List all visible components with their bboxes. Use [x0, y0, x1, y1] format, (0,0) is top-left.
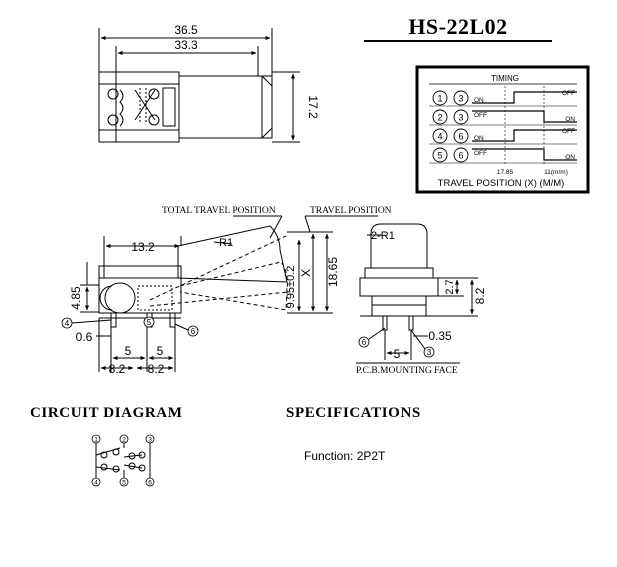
- timing-terminal-circle: [432, 147, 448, 163]
- side-pin-5-marker: 5: [143, 316, 155, 328]
- function-text: Function: 2P2T: [304, 449, 386, 463]
- timing-terminal-circle: [432, 90, 448, 106]
- circuit-schematic: [95, 443, 151, 478]
- timing-waveform: [472, 110, 577, 123]
- timing-tick-17-85: 17.85: [497, 169, 514, 176]
- timing-terminal-circle: [453, 128, 469, 144]
- label-total-travel: TOTAL TRAVEL POSITION: [162, 206, 276, 216]
- timing-waveform: [472, 148, 577, 161]
- dim-5-end: 5: [394, 347, 401, 361]
- circuit-pin-circle: [91, 434, 101, 444]
- timing-state-label: OFF: [474, 150, 487, 157]
- dim-9-95: 9.95±0.2: [285, 266, 297, 309]
- dim-5-left: 5: [125, 344, 132, 358]
- circuit-pin-label: 3: [148, 437, 152, 444]
- dim-13-2: 13.2: [131, 240, 155, 254]
- part-number-title: HS-22L02: [408, 14, 508, 39]
- timing-terminal-label: 3: [458, 94, 463, 104]
- timing-tick-11: 11(m/m): [544, 169, 568, 176]
- top-view: [98, 28, 300, 143]
- dim-4-85: 4.85: [69, 286, 83, 310]
- label-r1: R1: [219, 237, 233, 249]
- circuit-pin-circle: [91, 477, 101, 487]
- timing-terminal-circle: [453, 147, 469, 163]
- circuit-pins: 1 2 3 4 5 6: [91, 434, 155, 487]
- dim-5-right: 5: [157, 344, 164, 358]
- side-pin-4-marker: 4: [61, 317, 73, 329]
- side-pin-5-label: 5: [147, 318, 152, 327]
- timing-terminal-label: 3: [458, 113, 463, 123]
- side-pin-6-label: 6: [191, 327, 196, 336]
- timing-terminal-label: 6: [458, 151, 463, 161]
- dim-36-5: 36.5: [174, 23, 198, 37]
- timing-axis-label: TRAVEL POSITION (X) (M/M): [438, 178, 565, 189]
- timing-row: 5 6 OFF ON: [429, 147, 577, 164]
- dim-8-2-end: 8.2: [473, 287, 487, 304]
- timing-terminal-label: 1: [437, 94, 442, 104]
- end-pin-6-marker: 6: [358, 336, 370, 348]
- timing-terminal-circle: [432, 128, 448, 144]
- timing-terminal-circle: [453, 109, 469, 125]
- pcb-mounting-face-label: P.C.B.MOUNTING FACE: [356, 366, 458, 376]
- circuit-pin-circle: [145, 477, 155, 487]
- timing-terminal-label: 4: [437, 132, 442, 142]
- dim-8-2-right: 8.2: [148, 362, 165, 376]
- timing-state-label: ON: [565, 154, 575, 161]
- timing-state-label: OFF: [562, 128, 575, 135]
- title-underline: [364, 40, 552, 42]
- circuit-pin-circle: [119, 477, 129, 487]
- timing-terminal-label: 2: [437, 113, 442, 123]
- end-pin-6-label: 6: [362, 338, 367, 347]
- timing-terminal-label: 6: [458, 132, 463, 142]
- circuit-pin-label: 5: [122, 480, 126, 487]
- dim-0-35: 0.35: [428, 329, 452, 343]
- dim-0-6: 0.6: [76, 330, 93, 344]
- timing-terminal-circle: [453, 90, 469, 106]
- timing-state-label: ON: [565, 116, 575, 123]
- timing-row: 1 3 ON OFF: [429, 90, 577, 107]
- timing-state-label: ON: [474, 135, 484, 142]
- circuit-pin-label: 1: [94, 437, 98, 444]
- circuit-diagram-heading: CIRCUIT DIAGRAM: [30, 405, 183, 421]
- dim-2-7: 2.7: [444, 279, 456, 294]
- side-pin-6-marker: 6: [187, 325, 199, 337]
- end-pin-3-label: 3: [427, 348, 432, 357]
- dim-33-3: 33.3: [174, 38, 198, 52]
- timing-header: TIMING: [491, 74, 519, 83]
- dim-17-2: 17.2: [306, 95, 320, 119]
- timing-state-label: OFF: [562, 90, 575, 97]
- circuit-pin-label: 4: [94, 480, 98, 487]
- timing-waveform: [472, 129, 577, 142]
- end-pin-3-marker: 3: [423, 346, 435, 358]
- timing-waveform: [472, 91, 577, 104]
- timing-state-label: OFF: [474, 112, 487, 119]
- dim-8-2-left: 8.2: [109, 362, 126, 376]
- side-pin-4-label: 4: [65, 319, 70, 328]
- timing-terminal-label: 5: [437, 151, 442, 161]
- dim-18-65: 18.65: [326, 257, 340, 287]
- timing-row: 2 3 OFF ON: [429, 109, 577, 126]
- end-r1: 2-R1: [371, 230, 395, 242]
- timing-row: 4 6 ON OFF: [429, 128, 577, 145]
- label-travel-position: TRAVEL POSITION: [310, 206, 392, 216]
- circuit-pin-circle: [145, 434, 155, 444]
- specifications-heading: SPECIFICATIONS: [286, 405, 421, 421]
- end-view: [356, 223, 478, 364]
- timing-terminal-circle: [432, 109, 448, 125]
- dim-x: X: [299, 269, 313, 277]
- circuit-pin-label: 2: [122, 437, 126, 444]
- circuit-pin-circle: [119, 434, 129, 444]
- timing-state-label: ON: [474, 97, 484, 104]
- circuit-pin-label: 6: [148, 480, 152, 487]
